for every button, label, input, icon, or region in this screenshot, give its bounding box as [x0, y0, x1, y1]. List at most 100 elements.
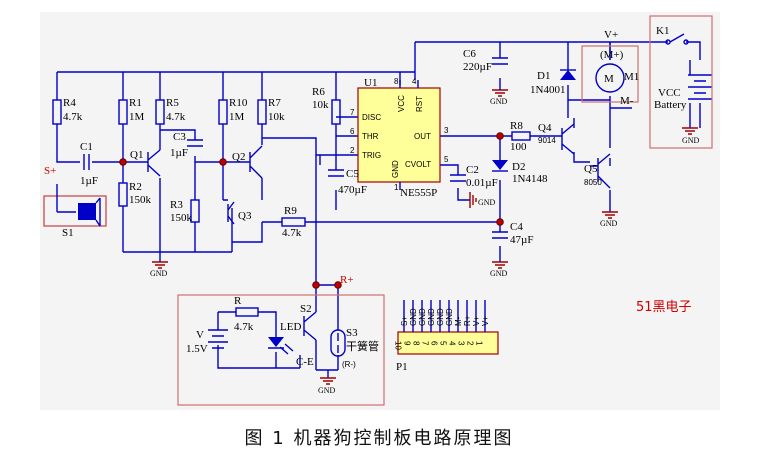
header-pin-label: S+ — [400, 316, 409, 326]
transistor-q2 — [240, 145, 263, 179]
label-r10: R10 — [229, 97, 248, 109]
value-r9: 4.7k — [282, 227, 302, 239]
header-pin-label: GND — [418, 308, 427, 326]
value-r7: 10k — [268, 111, 285, 123]
pin-thr: THR — [362, 132, 379, 141]
pin-number-6: 6 — [350, 127, 355, 136]
header-pin-number: 6 — [430, 341, 439, 346]
capacitor-c5 — [328, 169, 344, 177]
label-q5: Q5 — [584, 163, 598, 175]
capacitor-c2 — [450, 174, 466, 182]
diodes — [268, 69, 576, 355]
resistor-r3 — [190, 199, 200, 223]
diode-d1 — [560, 70, 576, 80]
value-q5: 8050 — [584, 178, 602, 187]
pin-number-4: 4 — [412, 77, 417, 86]
header-pin-label: GND — [409, 308, 418, 326]
label-v: V — [196, 329, 204, 341]
net-vplus: V+ — [604, 29, 618, 41]
label-q4: Q4 — [538, 122, 552, 134]
gnd-label-3: GND — [490, 97, 508, 106]
net-mplus: (M+) — [600, 49, 624, 61]
gnd-label-1: GND — [150, 269, 168, 278]
pin-trig: TRIG — [362, 151, 381, 160]
battery-vcc — [688, 74, 712, 100]
brand-watermark: 51黑电子 — [636, 300, 692, 315]
header-pin-number: 3 — [457, 341, 466, 346]
pin-number-1: 1 — [394, 183, 399, 192]
value-v: 1.5V — [186, 343, 208, 355]
value-r3: 150k — [170, 212, 193, 224]
pin-out: OUT — [414, 132, 431, 141]
diode-d2 — [492, 160, 508, 170]
value-c5: 470µF — [338, 184, 367, 196]
transistor-q3 — [227, 201, 235, 225]
label-r6: R6 — [312, 86, 325, 98]
pin-cvolt: CVOLT — [405, 160, 431, 169]
value-s3: 干簧管 — [346, 339, 379, 353]
value-c3: 1µF — [170, 147, 188, 159]
label-r2: R2 — [129, 181, 142, 193]
value-c2: 0.01µF — [466, 177, 498, 189]
label-s2: S2 — [300, 303, 312, 315]
capacitor-c1 — [83, 154, 90, 170]
label-d1: D1 — [537, 70, 550, 82]
switch-k1 — [665, 33, 689, 45]
pin-number-3: 3 — [444, 126, 449, 135]
schematic-background — [40, 12, 720, 410]
transistor-q5 — [590, 153, 611, 189]
resistor-r2 — [118, 182, 128, 207]
resistor-r9 — [281, 217, 306, 227]
value-r10: 1M — [229, 111, 245, 123]
value-d2: 1N4148 — [512, 173, 548, 185]
label-c3: C3 — [173, 131, 186, 143]
value-c1: 1µF — [80, 175, 98, 187]
value-c4: 47µF — [510, 234, 533, 246]
header-pin-label: R+ — [463, 315, 472, 326]
pin-vcc: VCC — [397, 95, 406, 112]
label-d2: D2 — [512, 161, 525, 173]
battery-label-battery: Battery — [654, 99, 687, 111]
junction-dots — [119, 132, 504, 289]
label-s3: S3 — [346, 327, 358, 339]
resistor-r8 — [511, 131, 531, 141]
transistor-q4 — [560, 123, 575, 155]
ic-u1 — [357, 80, 441, 190]
reed-switch-s3 — [330, 329, 346, 357]
gnd-label-2: GND — [490, 269, 508, 278]
header-pin-label: GND — [427, 308, 436, 326]
resistor-r1 — [118, 99, 128, 125]
ground-symbols — [152, 78, 698, 385]
label-s1: S1 — [62, 227, 74, 239]
labels: R4 4.7k R1 1M R5 4.7k R10 1M R7 10k R6 1… — [44, 25, 700, 395]
led — [268, 337, 284, 347]
figure-caption: 图 1 机器狗控制板电路原理图 — [244, 428, 514, 449]
value-c6: 220µF — [463, 61, 492, 73]
value-r8: 100 — [510, 141, 527, 153]
part-u1: NE555P — [400, 187, 437, 199]
header-pin-number: 1 — [475, 341, 484, 346]
label-q1: Q1 — [130, 149, 143, 161]
pin-number-7: 7 — [350, 108, 355, 117]
label-r4: R4 — [63, 97, 76, 109]
label-u1: U1 — [364, 77, 377, 89]
label-r8: R8 — [510, 120, 523, 132]
label-led: LED — [280, 321, 301, 333]
label-k1: K1 — [656, 25, 669, 37]
label-r1: R1 — [129, 97, 142, 109]
value-rled: 4.7k — [234, 321, 254, 333]
header-pin-label: GND — [436, 308, 445, 326]
pin-number-2: 2 — [350, 146, 355, 155]
value-r5: 4.7k — [166, 111, 186, 123]
resistors — [52, 99, 531, 317]
header-pin-label: V+ — [472, 316, 481, 326]
label-r5: R5 — [166, 97, 179, 109]
capacitor-c6 — [492, 57, 508, 65]
value-r2: 150k — [129, 194, 152, 206]
capacitor-c3 — [187, 139, 203, 147]
resistor-r5 — [155, 99, 165, 125]
label-q2: Q2 — [232, 151, 245, 163]
gnd-label-battery: GND — [682, 136, 700, 145]
pin-number-8: 8 — [394, 77, 399, 86]
